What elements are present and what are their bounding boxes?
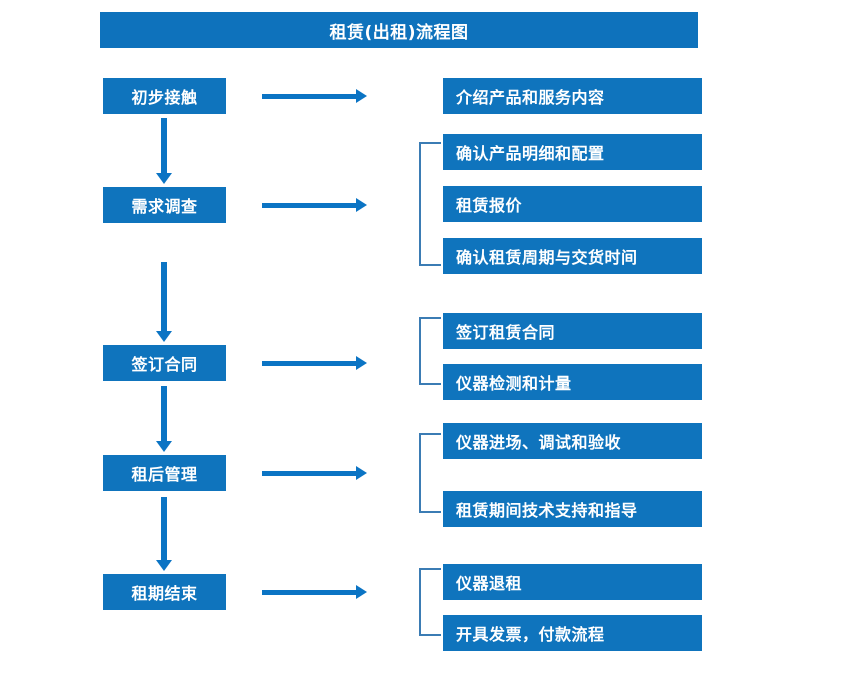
arrow-head bbox=[356, 466, 367, 480]
detail-box-3[interactable]: 租赁报价 bbox=[443, 186, 702, 222]
detail-box-10[interactable]: 开具发票，付款流程 bbox=[443, 615, 702, 651]
vertical-arrow-2 bbox=[148, 262, 180, 342]
arrow-shaft bbox=[262, 590, 358, 595]
arrow-shaft bbox=[262, 94, 358, 99]
horizontal-arrow-3 bbox=[262, 351, 367, 375]
stage-box-2[interactable]: 需求调查 bbox=[103, 187, 226, 223]
detail-box-5[interactable]: 签订租赁合同 bbox=[443, 313, 702, 349]
arrow-head bbox=[156, 173, 172, 184]
vertical-arrow-3 bbox=[148, 386, 180, 452]
detail-box-9[interactable]: 仪器退租 bbox=[443, 564, 702, 600]
horizontal-arrow-2 bbox=[262, 193, 367, 217]
arrow-head bbox=[356, 89, 367, 103]
arrow-head bbox=[156, 560, 172, 571]
arrow-head bbox=[356, 356, 367, 370]
stage-box-1[interactable]: 初步接触 bbox=[103, 78, 226, 114]
stage-box-5[interactable]: 租期结束 bbox=[103, 574, 226, 610]
arrow-shaft bbox=[161, 262, 167, 331]
arrow-head bbox=[356, 585, 367, 599]
vertical-arrow-1 bbox=[148, 118, 180, 184]
group-bracket-3 bbox=[419, 433, 441, 513]
detail-box-8[interactable]: 租赁期间技术支持和指导 bbox=[443, 491, 702, 527]
stage-box-4[interactable]: 租后管理 bbox=[103, 455, 226, 491]
arrow-shaft bbox=[161, 118, 167, 173]
arrow-shaft bbox=[262, 471, 358, 476]
arrow-head bbox=[356, 198, 367, 212]
detail-box-4[interactable]: 确认租赁周期与交货时间 bbox=[443, 238, 702, 274]
horizontal-arrow-4 bbox=[262, 461, 367, 485]
arrow-shaft bbox=[161, 386, 167, 441]
arrow-shaft bbox=[161, 497, 167, 560]
arrow-head bbox=[156, 441, 172, 452]
horizontal-arrow-5 bbox=[262, 580, 367, 604]
diagram-title: 租赁(出租)流程图 bbox=[100, 12, 698, 48]
group-bracket-4 bbox=[419, 568, 441, 636]
detail-box-2[interactable]: 确认产品明细和配置 bbox=[443, 134, 702, 170]
arrow-shaft bbox=[262, 361, 358, 366]
detail-box-7[interactable]: 仪器进场、调试和验收 bbox=[443, 423, 702, 459]
stage-box-3[interactable]: 签订合同 bbox=[103, 345, 226, 381]
group-bracket-1 bbox=[419, 142, 441, 266]
detail-box-1[interactable]: 介绍产品和服务内容 bbox=[443, 78, 702, 114]
arrow-shaft bbox=[262, 203, 358, 208]
group-bracket-2 bbox=[419, 317, 441, 385]
vertical-arrow-4 bbox=[148, 497, 180, 571]
horizontal-arrow-1 bbox=[262, 84, 367, 108]
arrow-head bbox=[156, 331, 172, 342]
detail-box-6[interactable]: 仪器检测和计量 bbox=[443, 364, 702, 400]
